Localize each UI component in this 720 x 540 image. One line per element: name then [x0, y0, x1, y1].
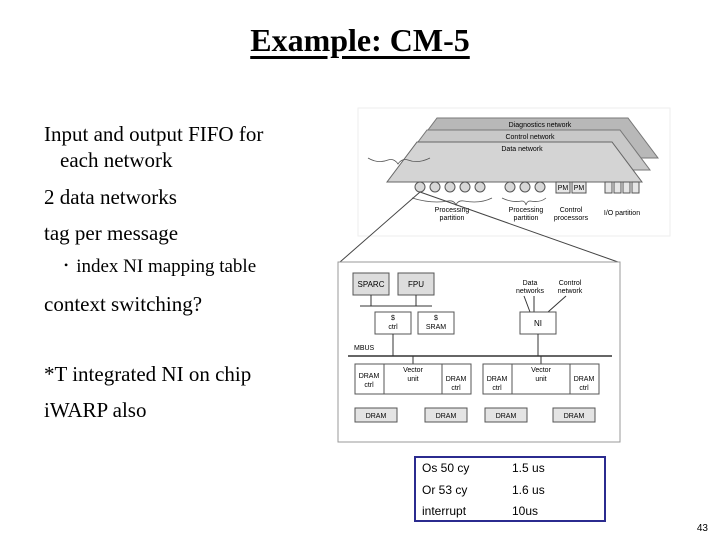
- bullet-context: context switching?: [44, 292, 203, 316]
- svg-text:ctrl: ctrl: [579, 385, 589, 392]
- sub-bullet-index: • index NI mapping table: [64, 255, 256, 280]
- svg-text:DRAM: DRAM: [366, 413, 387, 420]
- dram-chips: DRAM DRAM DRAM DRAM: [354, 407, 596, 423]
- vector-group-right: DRAM ctrl Vector unit DRAM ctrl: [482, 356, 600, 395]
- mbus-label: MBUS: [354, 345, 375, 352]
- latency-value-or: 1.6 us: [512, 483, 545, 497]
- svg-text:DRAM: DRAM: [487, 376, 508, 383]
- latency-value-interrupt: 10us: [512, 504, 539, 518]
- pm-label-1: PM: [558, 185, 569, 192]
- processing-nodes: [414, 181, 546, 193]
- bullet-star-t: *T integrated NI on chip: [44, 362, 252, 386]
- sparc-label: SPARC: [358, 280, 385, 289]
- svg-text:DRAM: DRAM: [446, 376, 467, 383]
- cache-ctrl-label-a: $: [391, 315, 395, 322]
- diagnostics-network-label: Diagnostics network: [509, 122, 572, 129]
- slide-title: Example: CM-5: [0, 22, 720, 59]
- bullet-fifo-cont: each network: [60, 148, 173, 172]
- zoom-line-right: [419, 191, 619, 263]
- svg-text:unit: unit: [535, 376, 546, 383]
- cache-sram-box: [417, 311, 455, 335]
- pm-label-2: PM: [574, 185, 585, 192]
- slide-title-text: Example: CM-5: [250, 22, 470, 58]
- data-network-plane: [386, 141, 643, 183]
- bullet-iwarp: iWARP also: [44, 398, 147, 422]
- svg-text:ctrl: ctrl: [492, 385, 502, 392]
- pm-box-2: [571, 181, 587, 194]
- sub-bullet-text: index NI mapping table: [76, 256, 257, 277]
- svg-text:DRAM: DRAM: [574, 376, 595, 383]
- svg-text:DRAM: DRAM: [564, 413, 585, 420]
- svg-text:DRAM: DRAM: [359, 373, 380, 380]
- control-network-node-label-b: network: [558, 288, 583, 295]
- svg-text:unit: unit: [407, 376, 418, 383]
- data-net-arrow-1: [523, 295, 531, 313]
- bullet-dot-icon: •: [64, 258, 69, 272]
- latency-label-or: Or 53 cy: [422, 483, 468, 497]
- cache-sram-label-b: SRAM: [426, 324, 446, 331]
- partition-label-2a: Processing: [509, 207, 544, 214]
- data-network-label: Data network: [501, 146, 543, 153]
- control-net-arrow: [547, 295, 567, 313]
- data-networks-label-b: networks: [516, 288, 545, 295]
- latency-label-os: Os 50 cy: [422, 461, 470, 475]
- partition-label-2b: partition: [514, 215, 539, 222]
- data-networks-label-a: Data: [523, 280, 538, 287]
- latency-table: Os 50 cy 1.5 us Or 53 cy 1.6 us interrup…: [414, 456, 606, 522]
- cache-ctrl-label-b: ctrl: [388, 324, 398, 331]
- ni-label: NI: [534, 319, 542, 328]
- partition-label-1a: Processing: [435, 207, 470, 214]
- fpu-label: FPU: [408, 280, 424, 289]
- brace-processing-2: [501, 197, 547, 206]
- control-processors-label-a: Control: [560, 207, 583, 214]
- latency-label-interrupt: interrupt: [422, 504, 467, 518]
- pm-box-1: [555, 181, 571, 194]
- svg-text:Vector: Vector: [531, 367, 552, 374]
- bullet-fifo: Input and output FIFO for: [44, 122, 264, 146]
- svg-text:ctrl: ctrl: [451, 385, 461, 392]
- partition-label-1b: partition: [440, 215, 465, 222]
- control-network-label: Control network: [505, 134, 555, 141]
- zoom-line-left: [339, 191, 421, 263]
- svg-text:Vector: Vector: [403, 367, 424, 374]
- vector-group-left: DRAM ctrl Vector unit DRAM ctrl: [354, 356, 472, 395]
- latency-value-os: 1.5 us: [512, 461, 545, 475]
- svg-text:DRAM: DRAM: [496, 413, 517, 420]
- control-network-node-label-a: Control: [559, 280, 582, 287]
- bullet-tag: tag per message: [44, 221, 179, 245]
- control-processors-label-b: processors: [554, 215, 589, 222]
- svg-text:DRAM: DRAM: [436, 413, 457, 420]
- page-number: 43: [696, 523, 708, 534]
- bullet-data-networks: 2 data networks: [44, 185, 177, 209]
- io-partition-label: I/O partition: [604, 210, 640, 217]
- io-nodes: [604, 181, 640, 194]
- cache-sram-label-a: $: [434, 315, 438, 322]
- partition-brace-left: [367, 157, 431, 165]
- svg-text:ctrl: ctrl: [364, 382, 374, 389]
